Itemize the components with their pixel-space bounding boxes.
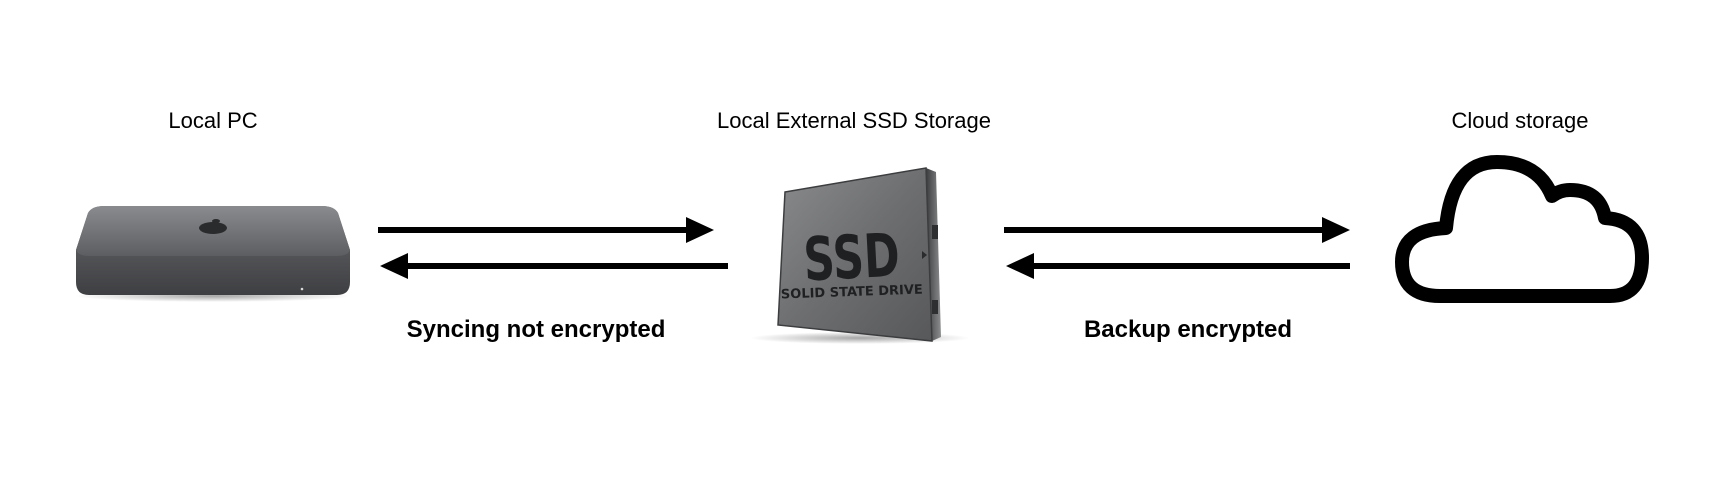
sync-arrow-right bbox=[378, 217, 714, 243]
sync-arrow-left bbox=[380, 253, 728, 279]
sync-edge-label: Syncing not encrypted bbox=[406, 316, 666, 343]
apple-logo-icon bbox=[199, 219, 227, 234]
mac-mini-icon bbox=[75, 206, 351, 302]
ssd-drive-icon: SSD SOLID STATE DRIVE bbox=[750, 167, 970, 344]
ssd-storage-label: Local External SSD Storage bbox=[717, 108, 991, 133]
backup-arrow-right bbox=[1004, 217, 1350, 243]
ssd-face-subtext: SOLID STATE DRIVE bbox=[781, 283, 923, 303]
backup-edge-label: Backup encrypted bbox=[1083, 316, 1293, 343]
cloud-storage-label: Cloud storage bbox=[1451, 108, 1589, 133]
local-pc-label: Local PC bbox=[168, 108, 258, 133]
cloud-icon bbox=[1395, 155, 1649, 303]
backup-arrow-left bbox=[1006, 253, 1350, 279]
ssd-face-text: SSD bbox=[802, 220, 902, 295]
